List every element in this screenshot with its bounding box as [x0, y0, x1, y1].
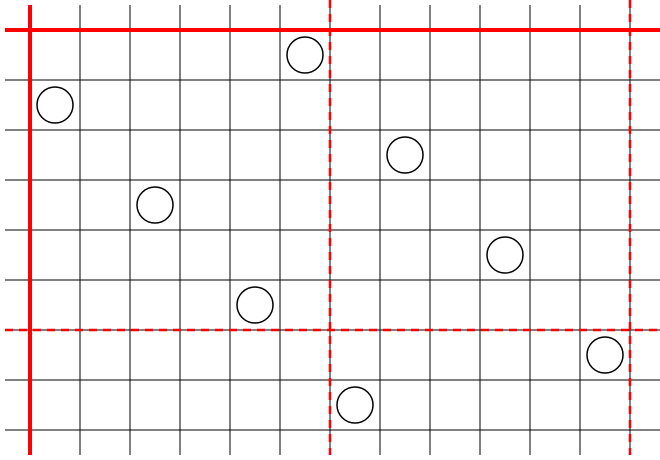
circle-piece	[386, 136, 424, 174]
circle-piece	[586, 336, 624, 374]
circle-piece	[286, 36, 324, 74]
circle-piece	[236, 286, 274, 324]
circle-pieces	[36, 36, 624, 424]
grid-lines	[5, 5, 660, 455]
circle-piece	[36, 86, 74, 124]
circle-piece	[136, 186, 174, 224]
circle-piece	[336, 386, 374, 424]
red-guide-lines	[5, 0, 660, 455]
circle-piece	[486, 236, 524, 274]
